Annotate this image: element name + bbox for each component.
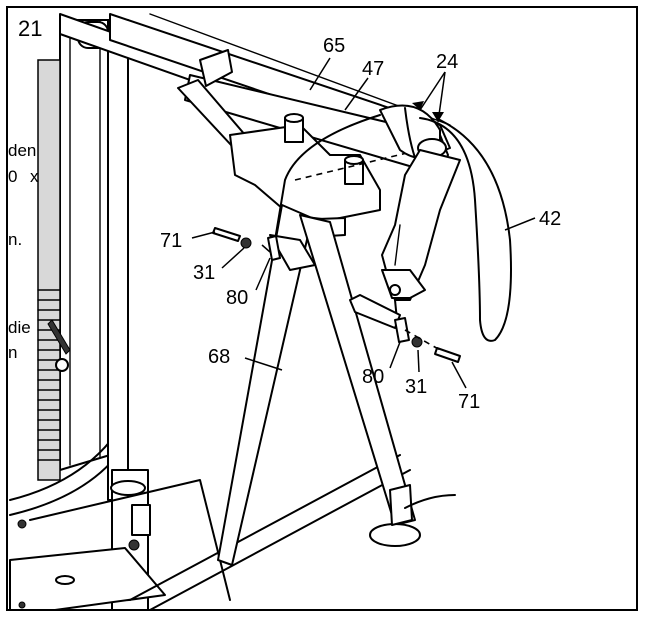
label-68: 68 <box>208 346 230 368</box>
step-number: 21 <box>18 16 42 41</box>
label-71-right: 71 <box>458 391 480 413</box>
margin-text-4: n. <box>8 230 22 249</box>
label-80-right: 80 <box>362 366 384 388</box>
label-80-left: 80 <box>226 287 248 309</box>
step-number-box <box>12 12 52 40</box>
diagram-border <box>6 6 638 611</box>
label-71-left: 71 <box>160 230 182 252</box>
label-47: 47 <box>362 58 384 80</box>
part-labels: 65 47 24 42 71 31 80 68 80 31 71 <box>160 35 561 413</box>
margin-text: den 0 x n. die n <box>8 141 39 362</box>
margin-text-1: den <box>8 141 36 160</box>
label-42: 42 <box>539 208 561 230</box>
margin-text-2: 0 <box>8 167 17 186</box>
margin-text-5: die <box>8 318 31 337</box>
margin-text-3: x <box>30 167 39 186</box>
right-hardware <box>394 317 461 363</box>
a-frame-leg <box>217 204 456 566</box>
leader-lines <box>191 57 536 389</box>
margin-text-6: n <box>8 343 17 362</box>
label-24: 24 <box>436 51 458 73</box>
label-31-right: 31 <box>405 376 427 398</box>
left-hardware <box>212 227 281 261</box>
label-31-left: 31 <box>193 262 215 284</box>
pivot-arm <box>381 149 461 301</box>
label-65: 65 <box>323 35 345 57</box>
